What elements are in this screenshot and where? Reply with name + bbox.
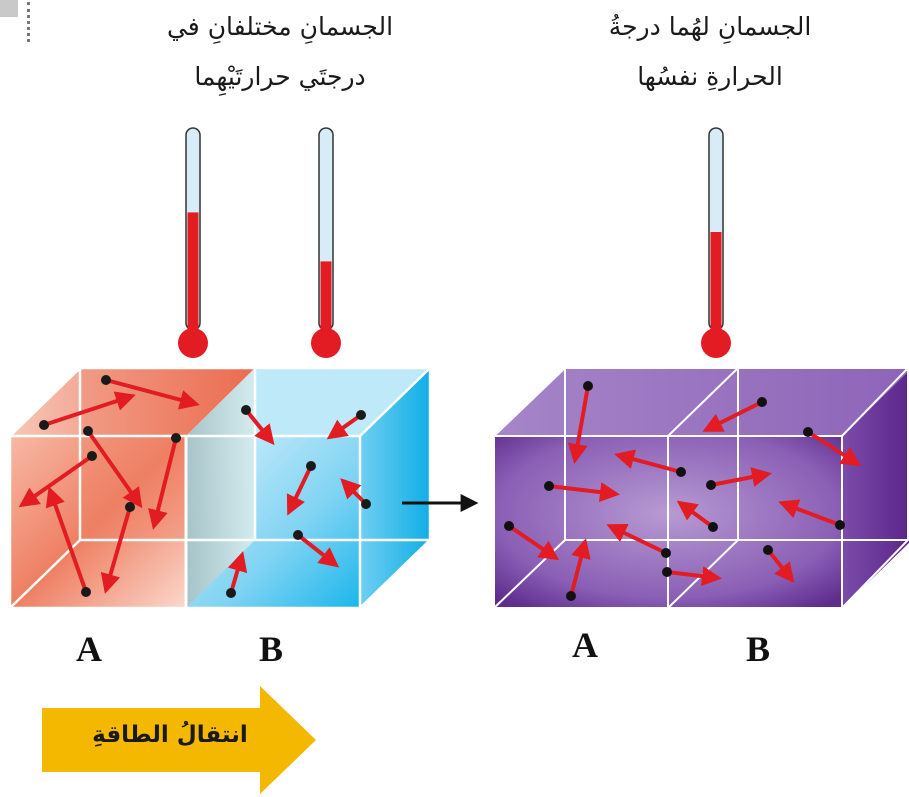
molecule: [757, 397, 767, 407]
label-right-b: B: [746, 628, 770, 670]
molecule: [566, 591, 576, 601]
label-left-b: B: [259, 628, 283, 670]
molecule: [83, 426, 93, 436]
label-right-a: A: [572, 624, 598, 666]
molecule: [544, 481, 554, 491]
purple-top-face: [494, 368, 909, 436]
molecule: [361, 499, 371, 509]
mercury-column: [188, 212, 199, 330]
molecule: [661, 548, 671, 558]
molecule: [803, 427, 813, 437]
molecule: [708, 522, 718, 532]
thermometer-b: [311, 128, 341, 358]
mercury-column: [711, 232, 722, 330]
molecule: [706, 480, 716, 490]
thermometer-a: [178, 128, 208, 358]
thermometer-equilibrium: [701, 128, 731, 358]
label-left-a: A: [76, 628, 102, 670]
molecule: [125, 502, 135, 512]
thermometer-bulb: [178, 328, 208, 358]
molecule: [241, 405, 251, 415]
thermometer-bulb: [311, 328, 341, 358]
molecule: [226, 588, 236, 598]
molecule: [306, 461, 316, 471]
thermometer-bulb: [701, 328, 731, 358]
molecule: [101, 375, 111, 385]
molecule: [504, 521, 514, 531]
molecule: [676, 467, 686, 477]
energy-transfer-label: انتقالُ الطاقةِ: [70, 722, 270, 748]
molecule: [662, 567, 672, 577]
molecule: [39, 420, 49, 430]
molecule: [171, 433, 181, 443]
molecule: [835, 520, 845, 530]
molecule: [81, 587, 91, 597]
molecule: [763, 545, 773, 555]
molecule: [583, 381, 593, 391]
molecule: [356, 410, 366, 420]
molecule: [293, 530, 303, 540]
molecule: [87, 451, 97, 461]
thermometers: [178, 128, 731, 358]
mercury-column: [321, 261, 332, 330]
left-container: [10, 368, 430, 608]
